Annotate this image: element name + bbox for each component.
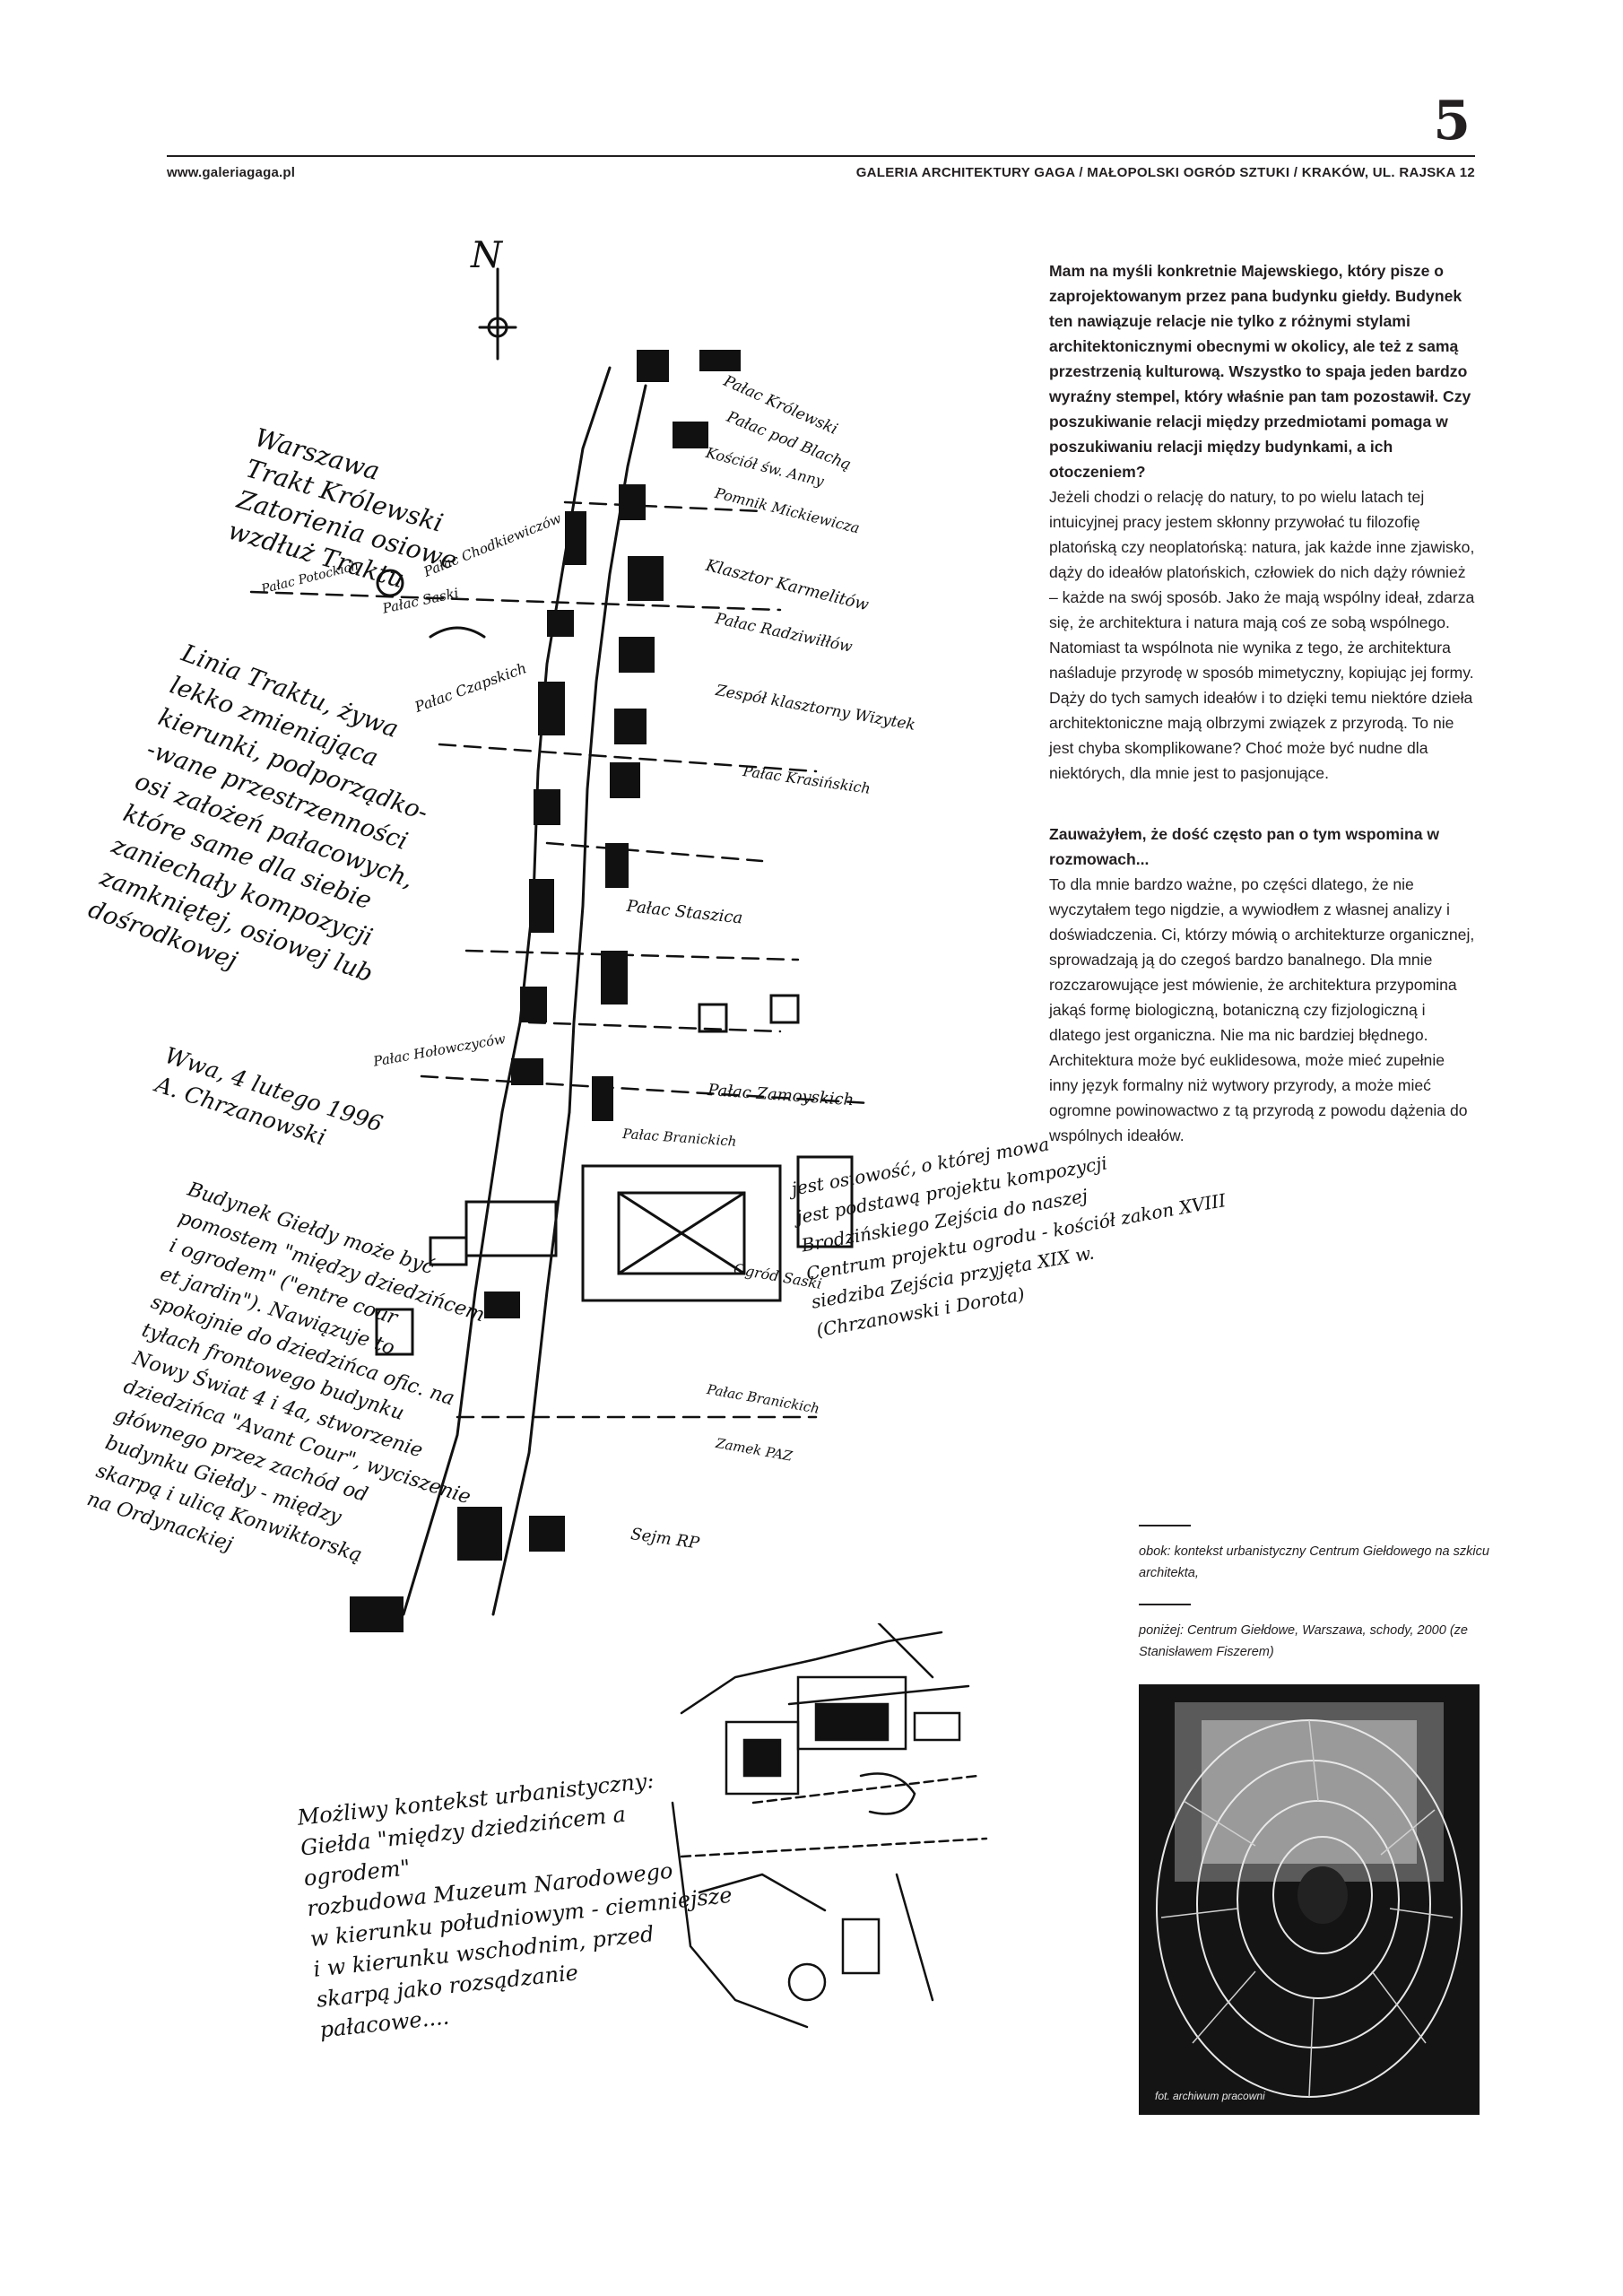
image-captions: obok: kontekst urbanistyczny Centrum Gie…	[1139, 1525, 1497, 1683]
question-2: Zauważyłem, że dość często pan o tym wsp…	[1049, 825, 1440, 868]
answer-1: Jeżeli chodzi o relację do natury, to po…	[1049, 488, 1475, 782]
caption-text: poniżej: Centrum Giełdowe, Warszawa, sch…	[1139, 1623, 1468, 1659]
site-plan-sketch	[671, 1623, 988, 2029]
answer-2: To dla mnie bardzo ważne, po części dlat…	[1049, 875, 1475, 1144]
caption-text: obok: kontekst urbanistyczny Centrum Gie…	[1139, 1544, 1489, 1580]
caption-sketch: obok: kontekst urbanistyczny Centrum Gie…	[1139, 1525, 1497, 1584]
urban-context-sketch	[249, 267, 872, 1632]
caption-rule	[1139, 1604, 1191, 1605]
website-url[interactable]: www.galeriagaga.pl	[167, 165, 296, 180]
interview-text: Mam na myśli konkretnie Majewskiego, któ…	[1049, 258, 1476, 1148]
spiral-staircase-image	[1139, 1684, 1480, 2115]
question-1: Mam na myśli konkretnie Majewskiego, któ…	[1049, 262, 1471, 481]
page-number: 5	[1433, 90, 1471, 152]
sketch-north-label: N	[471, 235, 502, 276]
staircase-photo: fot. archiwum pracowni	[1139, 1684, 1480, 2115]
photo-credit: fot. archiwum pracowni	[1155, 2090, 1265, 2102]
publisher-line: GALERIA ARCHITEKTURY GAGA / MAŁOPOLSKI O…	[855, 165, 1475, 180]
paragraph-gap	[1049, 786, 1476, 822]
caption-rule	[1139, 1525, 1191, 1526]
header-divider	[167, 155, 1475, 157]
caption-photo: poniżej: Centrum Giełdowe, Warszawa, sch…	[1139, 1604, 1497, 1663]
